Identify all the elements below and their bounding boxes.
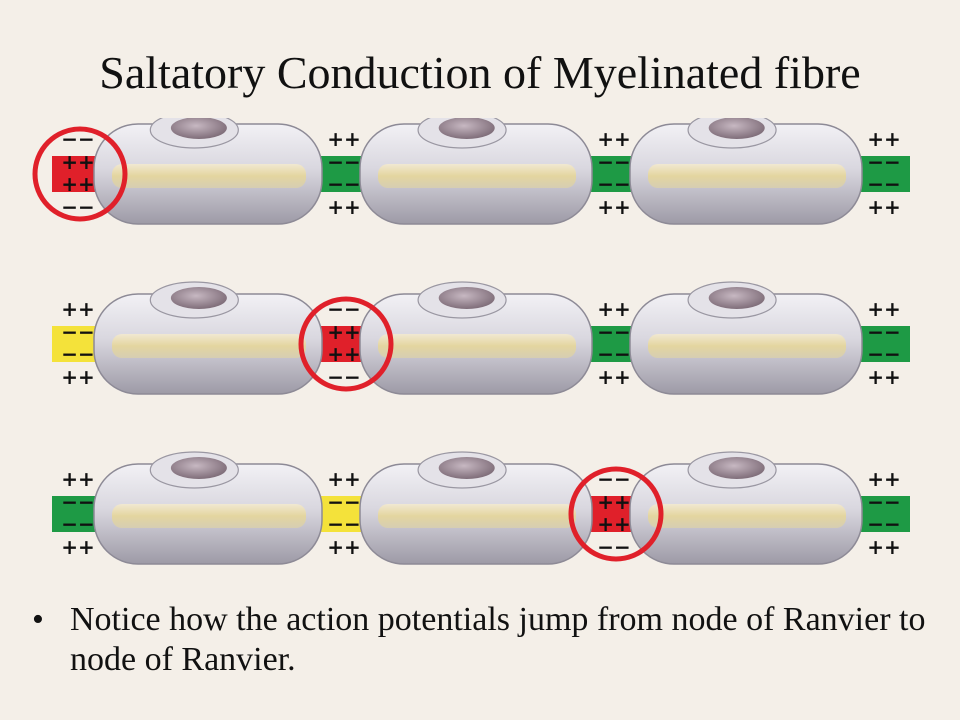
charge-label: ++ (597, 195, 631, 219)
slide-title: Saltatory Conduction of Myelinated fibre (99, 47, 861, 98)
charge-label: ++ (597, 127, 631, 151)
fiber-row: ++−−−−++++−−−−++−−++++−−++−−−−++ (52, 451, 910, 565)
charge-label: −− (61, 512, 95, 536)
charge-label: −− (61, 490, 95, 514)
schwann-nucleus (170, 457, 227, 479)
myelin-sheath (93, 281, 323, 395)
charge-label: −− (327, 490, 361, 514)
charge-label: ++ (597, 365, 631, 389)
charge-label: ++ (327, 467, 361, 491)
myelin-sheath (359, 451, 593, 565)
axon-core (378, 334, 576, 358)
bullet-dot: • (32, 601, 44, 638)
charge-label: ++ (867, 365, 901, 389)
charge-label: −− (597, 150, 631, 174)
charge-label: ++ (597, 297, 631, 321)
schwann-nucleus (438, 118, 495, 139)
charge-label: ++ (327, 127, 361, 151)
charge-label: ++ (867, 535, 901, 559)
axon-core (378, 164, 576, 188)
myelin-sheath (93, 118, 323, 225)
schwann-nucleus (708, 287, 765, 309)
myelin-sheath (359, 118, 593, 225)
schwann-nucleus (708, 457, 765, 479)
charge-label: −− (867, 320, 901, 344)
caption-text: Notice how the action potentials jump fr… (70, 601, 926, 678)
charge-label: −− (867, 342, 901, 366)
charge-label: ++ (61, 365, 95, 389)
schwann-nucleus (438, 457, 495, 479)
axon-core (378, 504, 576, 528)
schwann-nucleus (438, 287, 495, 309)
schwann-nucleus (708, 118, 765, 139)
schwann-nucleus (170, 118, 227, 139)
charge-label: ++ (61, 172, 95, 196)
charge-label: ++ (597, 512, 631, 536)
charge-label: −− (867, 172, 901, 196)
axon-core (112, 334, 306, 358)
charge-label: −− (327, 150, 361, 174)
node-of-ranvier-resting (858, 496, 910, 532)
charge-label: ++ (597, 490, 631, 514)
node-of-ranvier-resting (858, 156, 910, 192)
charge-label: ++ (867, 195, 901, 219)
axon-core (648, 504, 846, 528)
charge-label: −− (61, 342, 95, 366)
axon-core (112, 164, 306, 188)
charge-label: ++ (327, 195, 361, 219)
charge-label: ++ (327, 342, 361, 366)
node-of-ranvier-resting (858, 326, 910, 362)
axon-core (648, 164, 846, 188)
charge-label: ++ (61, 297, 95, 321)
charge-label: −− (327, 172, 361, 196)
charge-label: −− (597, 172, 631, 196)
fiber-row: −−++++−−++−−−−++++−−−−++++−−−−++ (32, 118, 910, 225)
myelin-sheath (629, 451, 863, 565)
fiber-row: ++−−−−++−−++++−−++−−−−++++−−−−++ (52, 281, 910, 395)
myelin-sheath (629, 281, 863, 395)
charge-label: −− (327, 512, 361, 536)
myelin-sheath (93, 451, 323, 565)
charge-label: ++ (867, 467, 901, 491)
charge-label: ++ (327, 320, 361, 344)
charge-label: −− (597, 342, 631, 366)
charge-label: −− (867, 512, 901, 536)
active-node-highlight-circle (32, 126, 128, 222)
charge-label: −− (597, 320, 631, 344)
active-node-highlight-circle (298, 296, 394, 392)
myelin-sheath (359, 281, 593, 395)
active-node-highlight-circle (568, 466, 664, 562)
charge-label: ++ (61, 467, 95, 491)
charge-label: −− (61, 320, 95, 344)
axon-core (112, 504, 306, 528)
axon-core (648, 334, 846, 358)
charge-label: ++ (867, 297, 901, 321)
charge-label: ++ (61, 150, 95, 174)
charge-label: ++ (61, 535, 95, 559)
myelin-sheath (629, 118, 863, 225)
saltatory-conduction-diagram: −−++++−−++−−−−++++−−−−++++−−−−++++−−−−++… (30, 118, 910, 588)
charge-label: −− (867, 490, 901, 514)
schwann-nucleus (170, 287, 227, 309)
charge-label: ++ (327, 535, 361, 559)
charge-label: ++ (867, 127, 901, 151)
charge-label: −− (867, 150, 901, 174)
